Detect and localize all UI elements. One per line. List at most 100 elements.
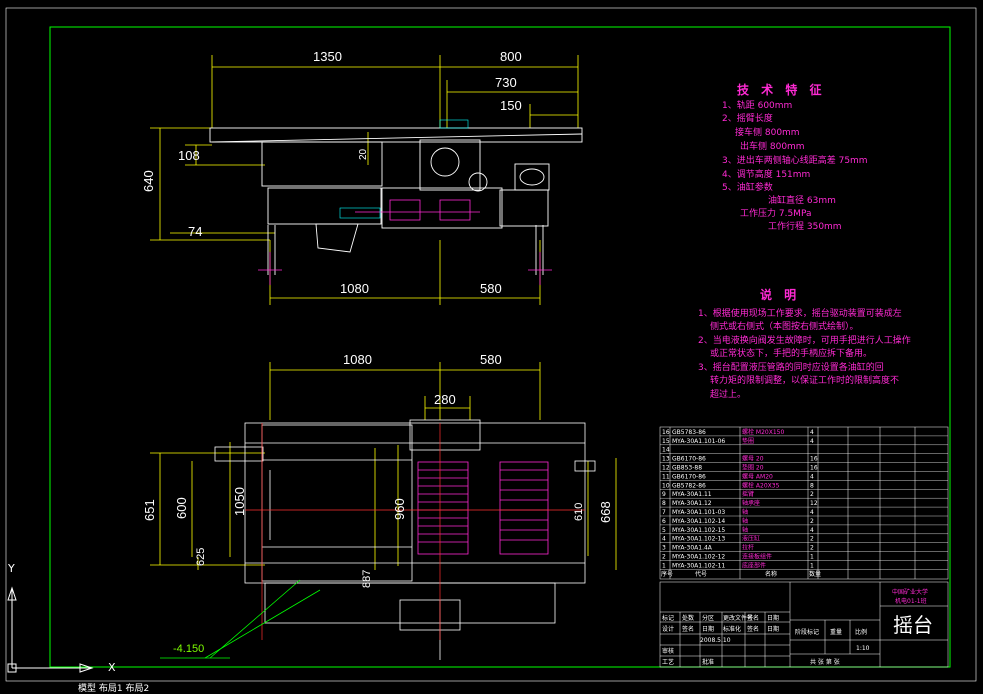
bom-cell-code: MYA-30A1.11 [672, 491, 712, 498]
tech-title: 技 术 特 征 [737, 82, 826, 97]
tech-line-4: 出车侧 800mm [740, 140, 805, 152]
dim-610: 610 [573, 503, 585, 521]
tb-label2-6: 日期 [767, 625, 779, 633]
bom-cell-qty: 2 [810, 491, 814, 498]
note-line-4: 或正常状态下，手把的手柄应拆下备用。 [710, 347, 872, 359]
dim-668: 668 [598, 501, 613, 523]
tech-line-5: 3、进出车两侧轴心线距高差 75mm [722, 154, 868, 166]
level-label: -4.150 [173, 643, 204, 655]
tb-label4-3: 批准 [702, 658, 714, 666]
dim-108: 108 [178, 148, 200, 163]
bom-cell-code: GB6170-86 [672, 473, 706, 480]
bom-cell-name: 摇臂 [742, 490, 754, 498]
bom-cell-name: 螺栓 M20X150 [742, 428, 784, 436]
tb-label-5: 签名 [747, 614, 759, 622]
bom-cell-code: MYA-30A1.101-06 [672, 438, 725, 445]
dim-74: 74 [188, 224, 202, 239]
bom-cell-no: 12 [662, 465, 670, 472]
bom-cell-qty: 2 [810, 536, 814, 543]
bom-header-name: 名称 [765, 570, 777, 578]
bom-cell-qty: 1 [810, 562, 814, 569]
ucs-icon: Y X [7, 562, 116, 674]
bom-cell-code: MYA-30A1.102-12 [672, 554, 725, 561]
side-view: 1350 800 730 150 108 640 74 20 1080 580 [141, 49, 583, 305]
model-layout-tabs[interactable]: 模型 布局1 布局2 [0, 684, 983, 694]
tb-doc-no: 机电01-1班 [895, 597, 927, 605]
dim-150: 150 [500, 98, 522, 113]
notes-title: 说 明 [760, 287, 800, 302]
tech-param-1: 油缸直径 63mm [768, 194, 836, 206]
bom-cell-name: 底座部件 [742, 561, 766, 569]
dim-625: 625 [195, 548, 207, 566]
bom-cell-name: 螺栓 A20X35 [742, 481, 780, 489]
plan-view: 1080 580 280 651 600 1050 625 887 960 61… [142, 352, 617, 660]
dim-1050: 1050 [232, 487, 247, 516]
note-line-2: 侧式或右侧式（本图按右侧式绘制）。 [710, 320, 859, 332]
bom-header-qty: 数量 [809, 570, 821, 578]
tb-label2-3: 日期 [702, 625, 714, 633]
bom-cell-code: GB853-88 [672, 465, 702, 472]
bom-cell-name: 垫圈 20 [742, 464, 764, 472]
tb-stage-1: 阶段标记 [795, 628, 819, 636]
bom-cell-code: MYA-30A1.101-03 [672, 509, 725, 516]
bom-cell-name: 螺母 20 [742, 455, 764, 463]
dim-800: 800 [500, 49, 522, 64]
tb-sheet: 共 张 第 张 [810, 658, 840, 666]
tb-scale: 1:10 [856, 645, 870, 652]
tb-label2-1: 设计 [662, 625, 674, 633]
dim-640: 640 [141, 170, 156, 192]
bom-cell-qty: 4 [810, 509, 814, 516]
bom-header-code: 代号 [695, 570, 707, 578]
tb-school: 中国矿业大学 [892, 588, 928, 596]
dim-20: 20 [358, 148, 369, 160]
bom-header-no: 序号 [661, 570, 673, 578]
bom-cell-code: GB5782-86 [672, 482, 706, 489]
bom-cell-code: GB6170-86 [672, 456, 706, 463]
title-block: 标记 处数 分区 更改文件号 签名 日期 设计 签名 日期 标准化 签名 日期 … [659, 581, 949, 668]
bom-cell-qty: 4 [810, 438, 814, 445]
command-line-text[interactable]: 模型 布局1 布局2 [78, 684, 150, 694]
dim-580-side: 580 [480, 281, 502, 296]
bom-cell-qty: 16 [810, 465, 818, 472]
bom-cell-name: 轴承座 [742, 499, 760, 507]
note-line-5: 3、摇台配置液压管路的同时应设置各油缸的回 [698, 361, 884, 373]
tech-line-2: 2、摇臂长度 [722, 112, 773, 124]
tb-label-6: 日期 [767, 614, 779, 622]
bom-cell-no: 16 [662, 429, 670, 436]
bom-cell-name: 拉杆 [742, 544, 754, 552]
dim-1080-side: 1080 [340, 281, 369, 296]
bom-cell-no: 10 [662, 482, 670, 489]
tb-label-1: 标记 [662, 614, 674, 622]
bom-cell-qty: 8 [810, 482, 814, 489]
outer-frame [5, 7, 977, 682]
bom-cell-no: 13 [662, 456, 670, 463]
bom-cell-name: 螺母 AM20 [742, 472, 773, 480]
tech-line-6: 4、调节高度 151mm [722, 168, 810, 180]
note-line-1: 1、根据使用现场工作要求，摇台驱动装置可装成左 [698, 307, 902, 319]
bom-cell-name: 轴 [742, 517, 748, 525]
dim-580-plan: 580 [480, 352, 502, 367]
bom-cell-name: 轴 [742, 526, 748, 534]
bom-cell-qty: 4 [810, 473, 814, 480]
bom-cell-code: MYA-30A1.102-11 [672, 562, 725, 569]
bom-cell-no: 4 [662, 536, 666, 543]
dim-651: 651 [142, 499, 157, 521]
tech-features: 技 术 特 征 1、轨距 600mm 2、摇臂长度 接车侧 800mm 出车侧 … [722, 82, 868, 232]
bom-cell-code: MYA-30A1.12 [672, 500, 712, 507]
dim-960: 960 [392, 498, 407, 520]
tb-label2-4: 标准化 [723, 625, 741, 633]
tb-label2-5: 签名 [747, 625, 759, 633]
tb-date: 2008.5.10 [700, 637, 731, 644]
tech-line-3: 接车侧 800mm [735, 126, 800, 138]
bom-cell-no: 3 [662, 545, 666, 552]
tb-drawing-name: 摇台 [893, 613, 933, 637]
bom-cell-code: GB5783-86 [672, 429, 706, 436]
axis-y-label: Y [7, 562, 15, 575]
notes: 说 明 1、根据使用现场工作要求，摇台驱动装置可装成左 侧式或右侧式（本图按右侧… [698, 287, 911, 400]
bom-cell-no: 14 [662, 447, 670, 454]
bom-cell-code: MYA-30A1.102-14 [672, 518, 725, 525]
bom-cell-qty: 16 [810, 456, 818, 463]
bom-cell-no: 1 [662, 562, 666, 569]
